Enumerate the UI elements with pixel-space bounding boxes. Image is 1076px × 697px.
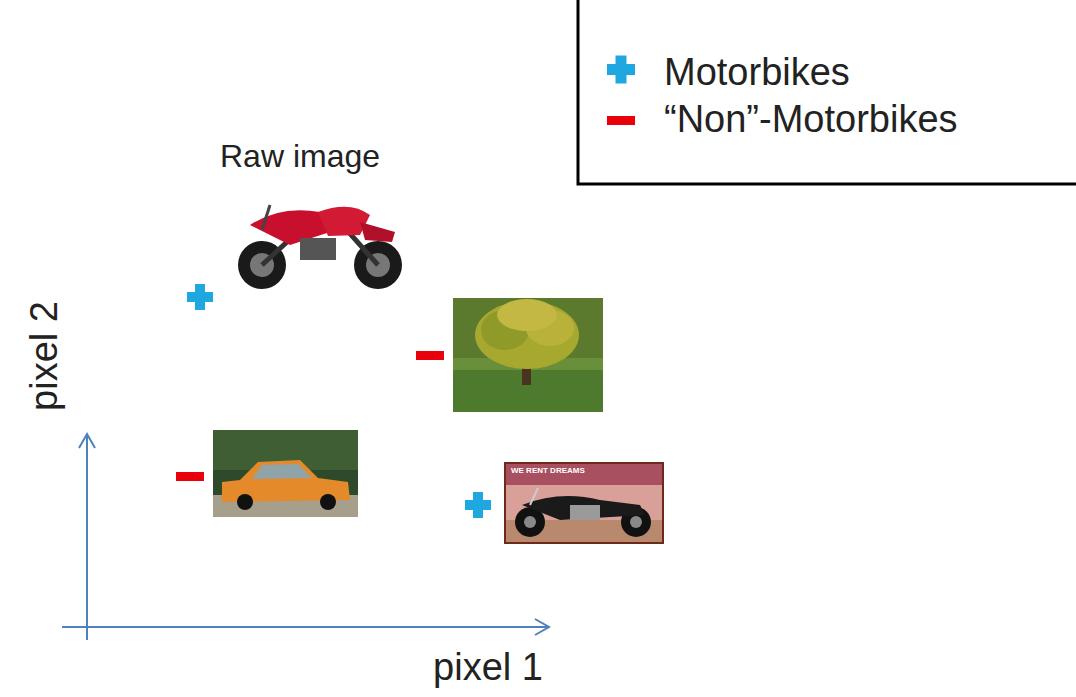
motorbike-photo (505, 463, 663, 543)
legend-box (578, 0, 1076, 184)
legend-label: “Non”-Motorbikes (664, 97, 958, 141)
minus-marker (416, 351, 444, 360)
legend-label: Motorbikes (664, 50, 850, 94)
axis-label: pixel 1 (433, 645, 543, 689)
tree-photo (453, 298, 603, 412)
minus-marker (176, 472, 204, 481)
legend-minus (607, 116, 635, 125)
motorbike-photo (235, 197, 405, 295)
poster-text: WE RENT DREAMS (511, 466, 585, 476)
plus-marker (465, 492, 491, 518)
legend-plus (607, 56, 635, 84)
axis-label: pixel 2 (22, 301, 66, 411)
image-label: Raw image (220, 137, 380, 175)
car-photo (213, 430, 358, 517)
plus-marker (187, 284, 213, 310)
